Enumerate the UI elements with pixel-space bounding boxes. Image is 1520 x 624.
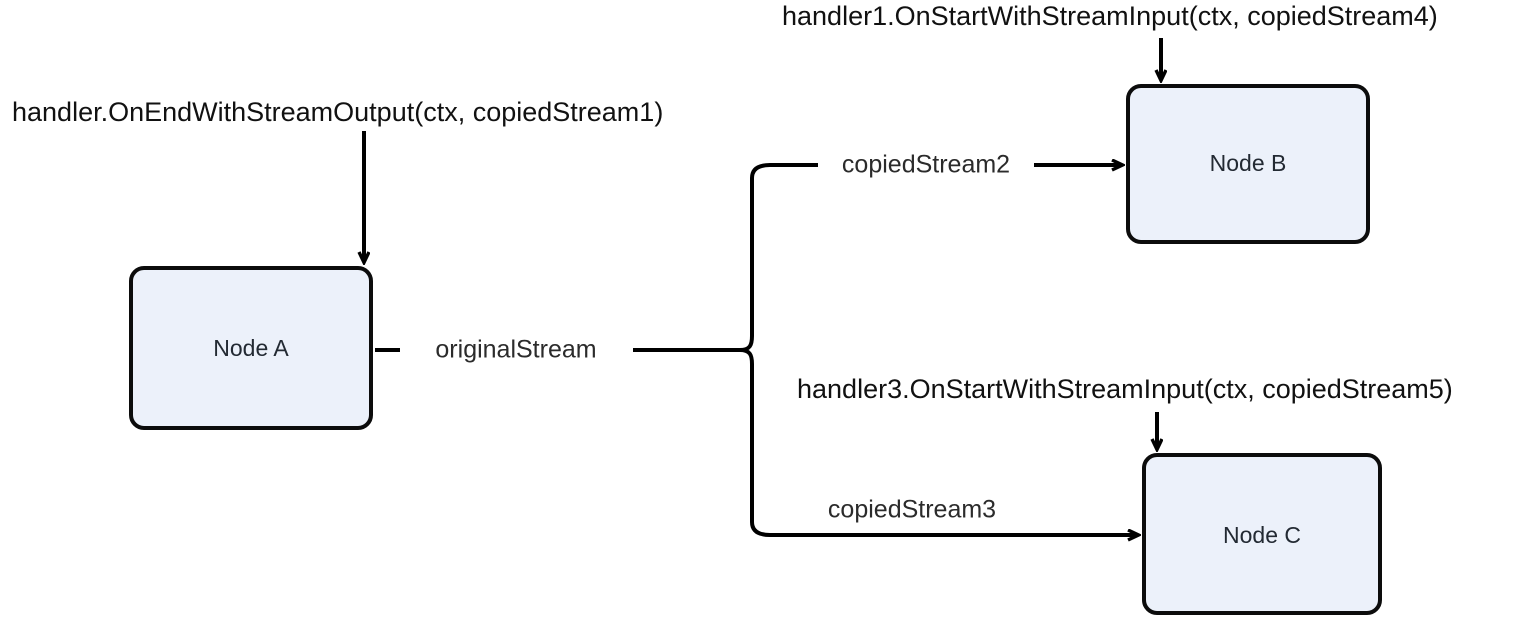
node-b-label: Node B [1210, 150, 1287, 176]
edge-label-copied-stream-3: copiedStream3 [828, 496, 996, 524]
edge-fork-upper-branch [739, 163, 818, 352]
node-b-shape[interactable] [1126, 84, 1370, 244]
node-c-label: Node C [1223, 522, 1301, 548]
edge-fork-lower-branch [739, 348, 790, 537]
annotation-label-node-c: handler3.OnStartWithStreamInput(ctx, cop… [797, 374, 1453, 404]
node-b[interactable]: Node B [1126, 84, 1370, 244]
annotation-label-node-a: handler.OnEndWithStreamOutput(ctx, copie… [12, 97, 663, 127]
node-a-shape[interactable] [129, 266, 373, 430]
edge-label-copied-stream-2: copiedStream2 [842, 151, 1010, 179]
node-c[interactable]: Node C [1142, 453, 1382, 615]
node-a[interactable]: Node A [129, 266, 373, 430]
node-a-label: Node A [213, 335, 289, 361]
annotation-label-node-b: handler1.OnStartWithStreamInput(ctx, cop… [782, 1, 1438, 31]
node-c-shape[interactable] [1142, 453, 1382, 615]
edge-label-original-stream: originalStream [435, 336, 596, 364]
